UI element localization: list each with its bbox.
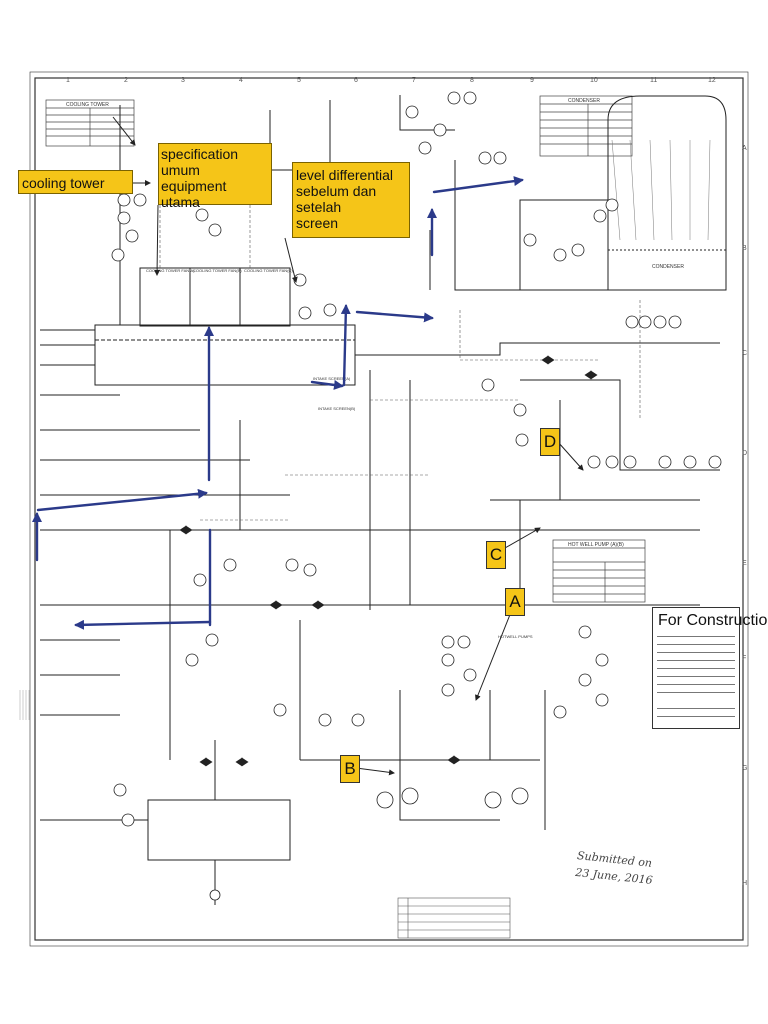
intake-screen-b-label: INTAKE SCREEN(B): [318, 406, 356, 411]
grid-top-4: 4: [239, 77, 243, 84]
stamp-title: For Construction: [658, 612, 768, 629]
flow-arrow-bottom-left: [74, 619, 212, 630]
callout-level-line2: sebelum dan setelah: [296, 183, 377, 216]
callout-level-differential: level differential sebelum dan setelah s…: [292, 162, 410, 238]
grid-top-1: 1: [66, 77, 70, 84]
hotwell-table-title: HOT WELL PUMP (A)(B): [568, 542, 624, 548]
marker-a: A: [505, 588, 525, 616]
callout-cooling-tower-text: cooling tower: [22, 175, 105, 191]
flow-arrow-mid-right: [36, 488, 208, 512]
grid-side-D: D: [742, 450, 747, 457]
grid-side-C: C: [742, 350, 747, 357]
stamp-row: [657, 676, 735, 682]
grid-side-A: A: [742, 145, 747, 152]
grid-top-7: 7: [412, 77, 416, 84]
drawing-frame: [29, 71, 749, 947]
flow-arrow-intake: [310, 379, 344, 390]
stamp-row: [657, 692, 735, 698]
condenser-label: CONDENSER: [652, 264, 684, 270]
fan-a-label: COOLING TOWER FAN(A): [146, 268, 195, 273]
grid-top-6: 6: [354, 77, 358, 84]
flow-arrow-top-right: [432, 176, 524, 194]
grid-top-3: 3: [181, 77, 185, 84]
flow-arrow-basin-up: [340, 304, 351, 387]
stamp-row: [657, 636, 735, 642]
stamp-row: [657, 716, 735, 722]
callout-spec-line2: equipment utama: [161, 178, 227, 211]
callout-specification: specification umum equipment utama: [158, 143, 272, 210]
intake-screen-a-label: INTAKE SCREEN(A): [313, 376, 351, 381]
hotwell-pumps-label: HOTWELL PUMPS: [498, 634, 533, 639]
marker-b: B: [340, 755, 360, 783]
grid-side-B: B: [742, 245, 747, 252]
grid-top-12: 12: [708, 77, 716, 84]
grid-side-F: F: [742, 655, 746, 662]
callout-level-line1: level differential: [296, 167, 394, 183]
grid-top-8: 8: [470, 77, 474, 84]
hotwell-spec-table: [552, 539, 646, 603]
condenser-spec-table: [539, 95, 633, 157]
marker-d: D: [540, 428, 560, 456]
stamp-row: [657, 708, 735, 714]
marker-c: C: [486, 541, 506, 569]
condenser-vessel: [607, 95, 727, 291]
annotation-pointers: [112, 116, 584, 776]
grid-top-11: 11: [650, 77, 657, 84]
stamp-row: [657, 668, 735, 674]
stamp-row: [657, 660, 735, 666]
condenser-table-title: CONDENSER: [568, 98, 600, 104]
cooling-tower-table-title: COOLING TOWER: [66, 102, 109, 108]
grid-labels: 1 2 3 4 5 6 7 8 9 10 11 12 A B C D E F G…: [66, 77, 747, 887]
stamp-row: [657, 684, 735, 690]
cooling-tower-spec-table: [45, 99, 135, 147]
callout-spec-line1: specification umum: [161, 146, 239, 179]
grid-side-G: G: [742, 765, 747, 772]
callout-level-line3: screen: [296, 215, 339, 232]
flow-arrows: [32, 176, 524, 630]
process-piping: [40, 95, 720, 905]
cooling-tower-basin: [94, 267, 356, 386]
fan-c-label: COOLING TOWER FAN(C): [244, 268, 293, 273]
grid-top-5: 5: [297, 77, 301, 84]
left-margin-notes: [19, 690, 30, 720]
stamp-row: [657, 652, 735, 658]
for-construction-stamp: For Construction: [652, 607, 768, 729]
flow-arrow-screen-right: [355, 310, 434, 323]
grid-side-E: E: [742, 560, 747, 567]
stamp-row: [657, 644, 735, 650]
grid-top-2: 2: [124, 77, 128, 84]
grid-top-9: 9: [530, 77, 534, 84]
callout-cooling-tower: cooling tower: [18, 170, 133, 194]
grid-side-H: H: [742, 880, 747, 887]
revision-table: [397, 897, 511, 939]
fan-b-label: COOLING TOWER FAN(B): [193, 268, 242, 273]
instrument-bubbles: [111, 91, 722, 901]
valves: [179, 355, 598, 767]
grid-top-10: 10: [590, 77, 598, 84]
